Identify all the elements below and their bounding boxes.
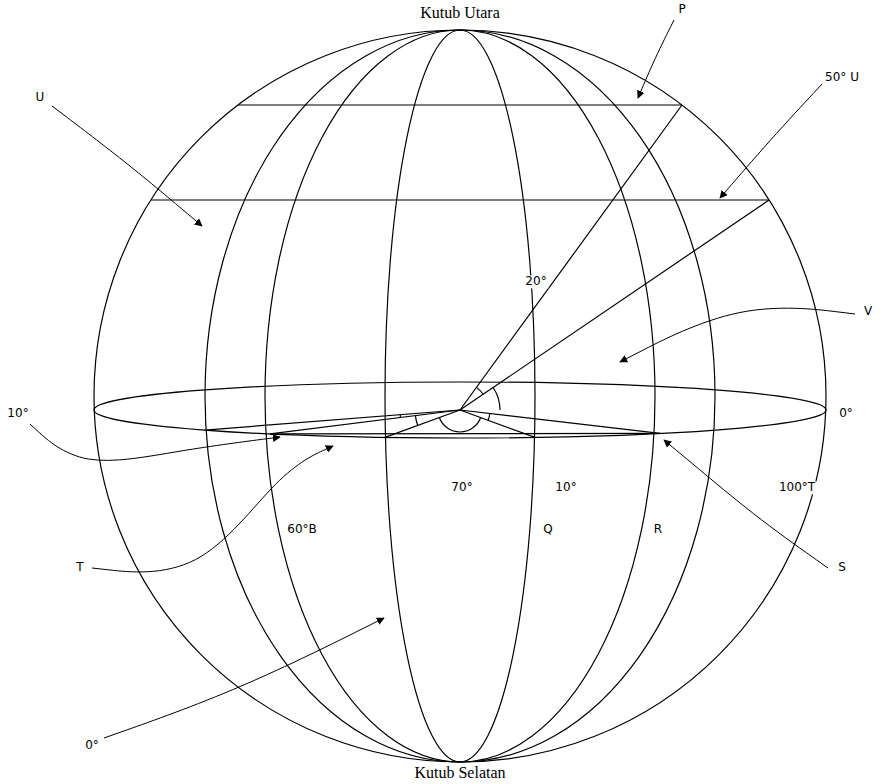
angle-arc xyxy=(400,415,401,418)
radius-line xyxy=(460,105,682,410)
meridian xyxy=(385,30,535,762)
callout-letter: V xyxy=(862,305,874,318)
callout-letter: P xyxy=(676,3,687,16)
angle-label: 10° xyxy=(5,407,30,420)
angle-label: 10° xyxy=(553,481,578,494)
callout-letter: S xyxy=(836,561,848,574)
callout-letter: Q xyxy=(541,523,554,536)
angle-arc xyxy=(439,418,480,432)
parallel xyxy=(151,199,769,200)
leader-arrow xyxy=(104,618,384,738)
radius-line xyxy=(270,410,460,434)
equator xyxy=(94,382,826,438)
leader-arrow xyxy=(92,446,333,572)
longitude-label: 60°B xyxy=(285,523,319,536)
leader-arrow xyxy=(664,440,828,568)
callout-letter: U xyxy=(34,91,47,104)
radius-line xyxy=(460,410,660,433)
angle-arc xyxy=(493,388,500,410)
pole-label: Kutub Selatan xyxy=(412,764,507,782)
leader-arrow xyxy=(720,84,822,198)
leader-arrow xyxy=(52,106,202,226)
angle-label: 20° xyxy=(523,275,548,288)
callout-letter: T xyxy=(74,561,85,574)
chord-line xyxy=(270,433,660,435)
meridian xyxy=(205,30,715,762)
angle-arc xyxy=(476,387,483,394)
angle-arc xyxy=(415,416,417,426)
leader-arrow xyxy=(638,20,674,98)
latitude-label: 50° U xyxy=(823,71,861,84)
angle-arc xyxy=(488,413,490,420)
callout-letter: R xyxy=(652,523,664,536)
pole-label: Kutub Utara xyxy=(418,4,502,22)
leader-arrow xyxy=(30,424,280,460)
longitude-label: 0° xyxy=(83,739,101,752)
parallel xyxy=(238,104,682,105)
meridian xyxy=(265,30,655,762)
radius-line xyxy=(460,200,769,410)
leader-arrow xyxy=(620,308,855,362)
globe-outline xyxy=(94,30,826,762)
longitude-label: 100°T xyxy=(777,481,817,494)
angle-label: 70° xyxy=(449,481,474,494)
radius-line xyxy=(205,410,460,430)
longitude-label: 0° xyxy=(837,407,855,420)
